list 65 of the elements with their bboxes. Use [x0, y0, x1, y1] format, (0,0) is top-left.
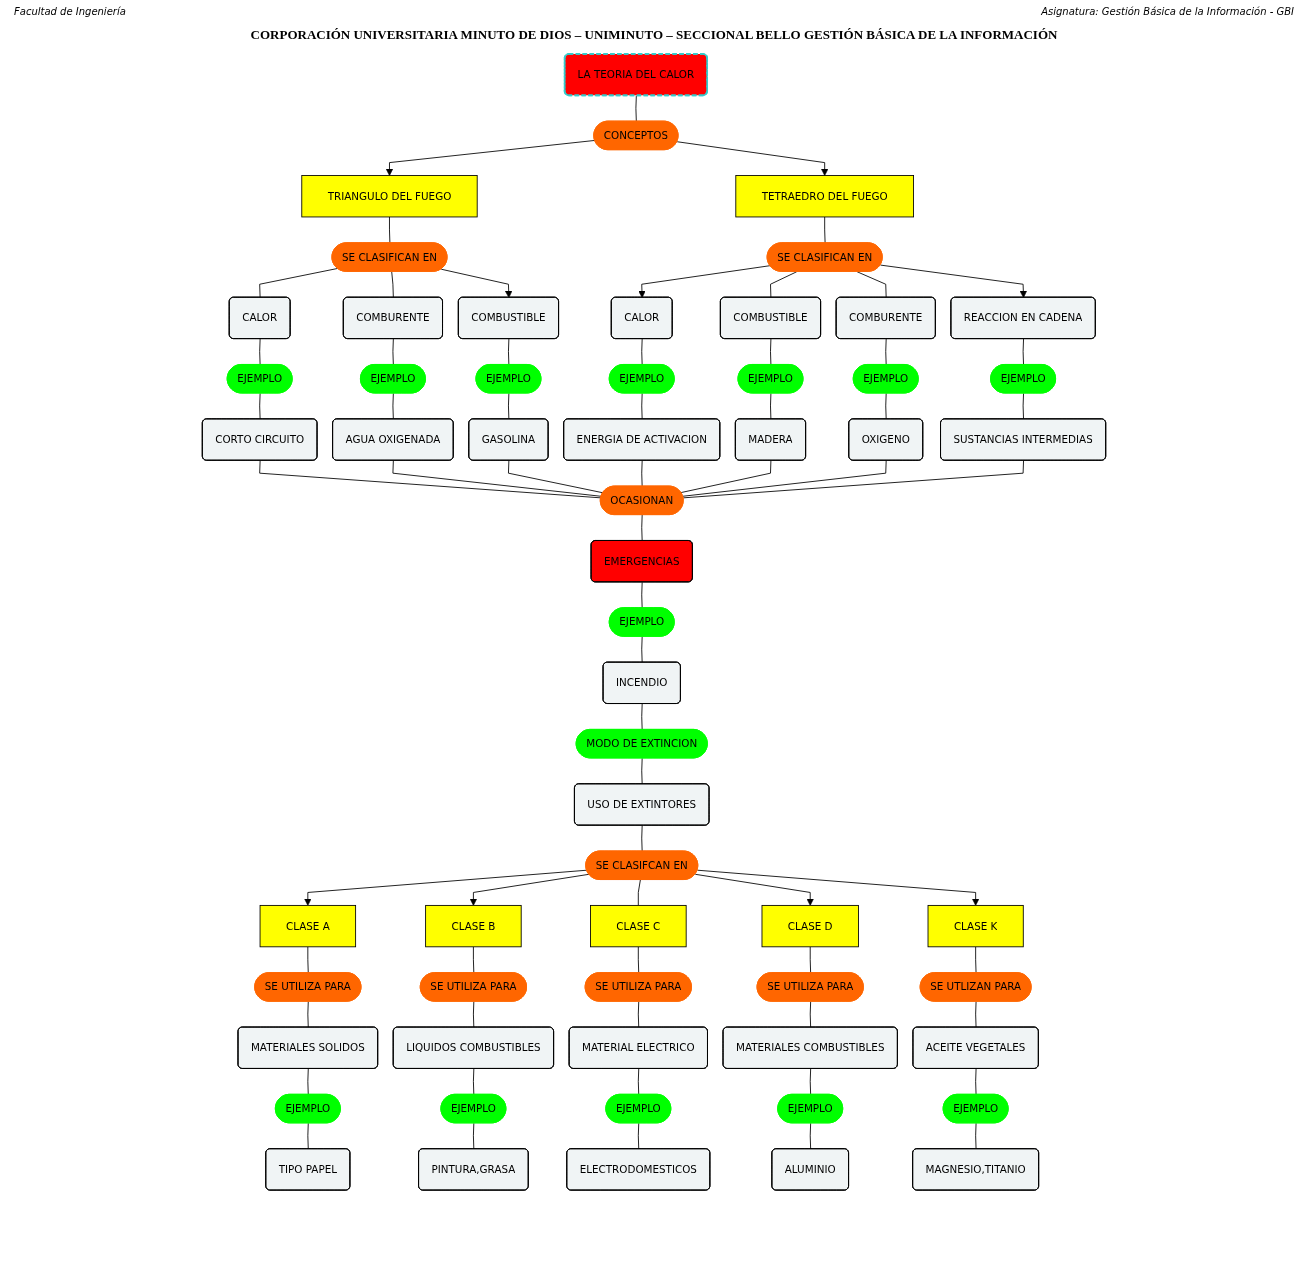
connector: [307, 1122, 309, 1150]
connector: [637, 1001, 640, 1028]
connector: [472, 946, 475, 974]
connector: [1022, 392, 1024, 420]
connector: [770, 271, 798, 299]
connector: [641, 581, 643, 609]
connector: [472, 1001, 475, 1028]
connector: [641, 392, 643, 420]
header-text: Asignatura: Gestión Básica de la Información - GBI: [1041, 6, 1294, 17]
connector: [641, 514, 643, 542]
connector: [508, 392, 510, 420]
connector: [975, 946, 977, 974]
connector: [389, 216, 391, 244]
connector: [635, 95, 637, 123]
node-box: CLASE K: [927, 904, 1024, 948]
connector: [680, 460, 772, 493]
connector: [641, 460, 643, 487]
connector: [856, 271, 887, 299]
connector: [637, 1122, 640, 1150]
node-box: CLASE A: [259, 904, 357, 948]
connector: [637, 946, 640, 974]
connector: [472, 1122, 475, 1150]
connector: [641, 757, 643, 785]
connector: [392, 338, 394, 366]
node-box: TETRAEDRO DEL FUEGO: [735, 175, 914, 218]
connector: [307, 1068, 309, 1096]
connector: [682, 460, 1024, 499]
connector: [641, 703, 643, 731]
connector: [259, 460, 602, 499]
node-box: TRIANGULO DEL FUEGO: [301, 175, 478, 218]
diagram-title: CORPORACIÓN UNIVERSITARIA MINUTO DE DIOS – UNIMINUTO – SECCIONAL BELLO GESTIÓN BÁSICA DE LA INFORMACIÓN: [249, 27, 1059, 43]
connector: [975, 1068, 977, 1096]
connector: [809, 1122, 812, 1150]
connector: [508, 338, 510, 366]
connector: [508, 460, 604, 494]
connector: [641, 338, 643, 366]
connector: [809, 946, 812, 974]
connector: [259, 268, 338, 299]
node-box: CLASE C: [590, 904, 687, 948]
connector: [391, 271, 394, 299]
connector: [682, 460, 887, 497]
connector: [259, 392, 261, 420]
connector: [885, 392, 887, 420]
connector: [1022, 338, 1024, 366]
connector: [770, 392, 772, 420]
connector: [307, 946, 309, 974]
connector: [975, 1001, 977, 1028]
connector: [637, 879, 641, 906]
connector: [975, 1122, 977, 1150]
connector: [809, 1001, 812, 1028]
node-box: CLASE D: [761, 904, 859, 948]
connector: [472, 1068, 475, 1096]
connector: [307, 1001, 309, 1028]
connector: [392, 392, 394, 420]
connector: [770, 338, 772, 366]
connector: [885, 338, 887, 366]
connector: [641, 636, 643, 663]
connector: [824, 216, 826, 244]
connector: [637, 1068, 640, 1096]
node-box: CLASE B: [425, 904, 522, 948]
connector: [259, 338, 261, 366]
header-text: Facultad de Ingeniería: [14, 6, 126, 17]
connector: [641, 825, 643, 852]
connector: [809, 1068, 812, 1096]
connector: [392, 460, 602, 497]
